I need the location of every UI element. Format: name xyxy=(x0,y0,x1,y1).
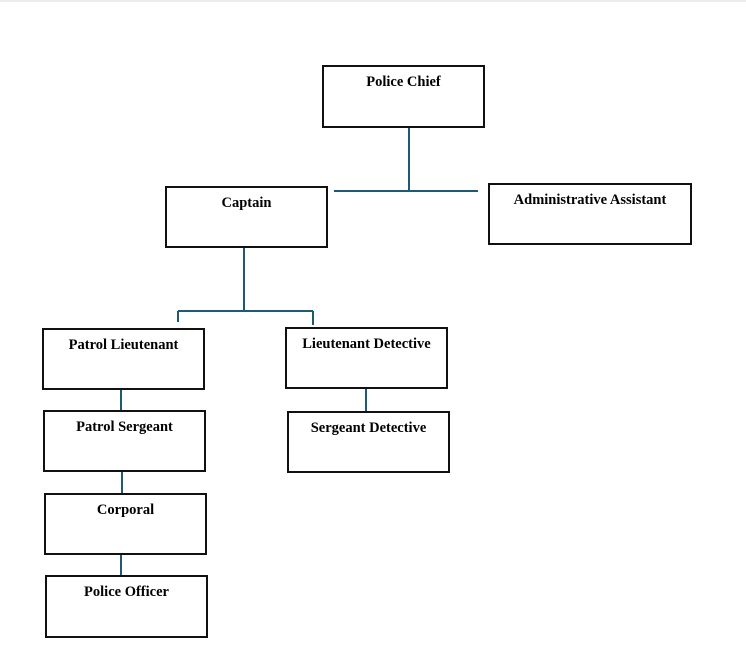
box-lieutenant-detective: Lieutenant Detective xyxy=(285,327,448,389)
label-sergeant-detective: Sergeant Detective xyxy=(310,420,427,436)
box-patrol-lieutenant: Patrol Lieutenant xyxy=(42,328,205,390)
box-patrol-sergeant: Patrol Sergeant xyxy=(43,410,206,472)
box-police-chief: Police Chief xyxy=(322,65,485,128)
box-corporal: Corporal xyxy=(44,493,207,555)
box-captain: Captain xyxy=(165,186,328,248)
label-patrol-lieutenant: Patrol Lieutenant xyxy=(68,337,179,353)
top-divider xyxy=(0,0,746,2)
label-lieutenant-detective: Lieutenant Detective xyxy=(302,336,431,352)
label-administrative-assistant: Administrative Assistant xyxy=(513,192,667,208)
box-police-officer: Police Officer xyxy=(45,575,208,638)
label-police-chief: Police Chief xyxy=(366,74,441,90)
label-captain: Captain xyxy=(221,195,272,211)
label-police-officer: Police Officer xyxy=(84,584,169,600)
box-sergeant-detective: Sergeant Detective xyxy=(287,411,450,473)
box-administrative-assistant: Administrative Assistant xyxy=(488,183,692,245)
label-corporal: Corporal xyxy=(96,502,155,518)
label-patrol-sergeant: Patrol Sergeant xyxy=(76,419,173,435)
